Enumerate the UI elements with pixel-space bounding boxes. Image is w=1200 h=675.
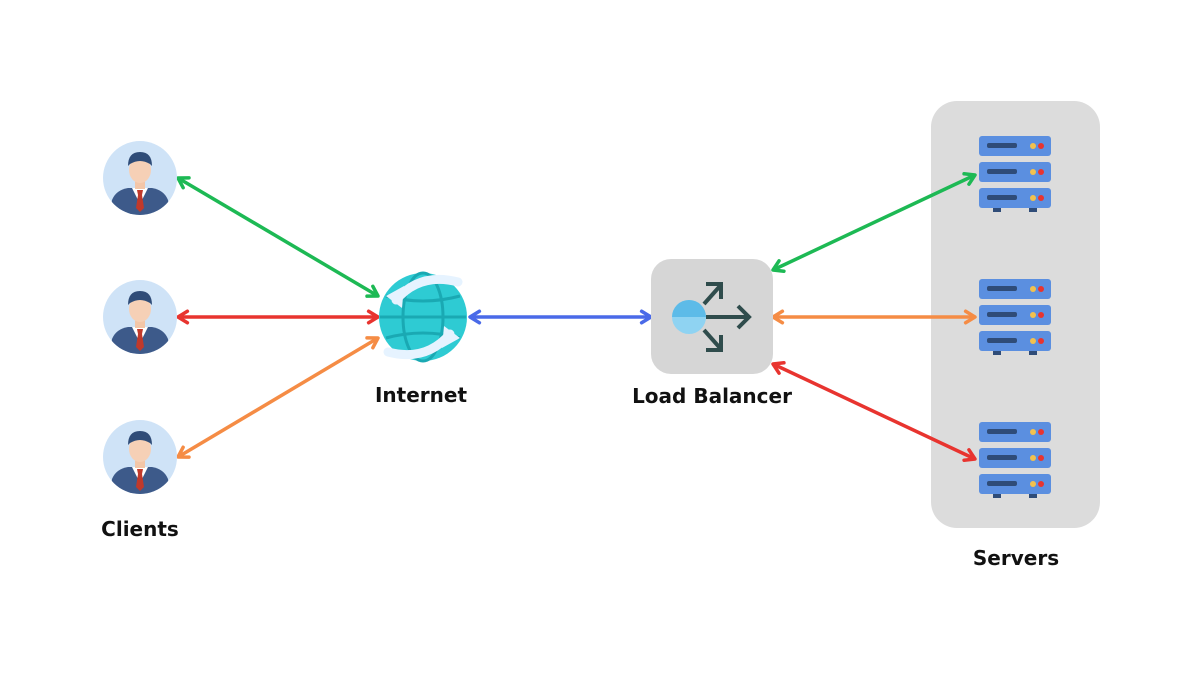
- arrow-head: [771, 259, 786, 273]
- load-balancer-icon[interactable]: [651, 259, 773, 374]
- servers-label: Servers: [972, 546, 1060, 570]
- clients-label: Clients: [101, 517, 179, 541]
- globe-sync-icon[interactable]: [379, 271, 467, 363]
- arrow-head: [176, 309, 190, 325]
- arrow-head: [176, 445, 191, 459]
- arrow-head: [366, 309, 380, 325]
- connection-arrow-client-1-internet: [177, 176, 379, 298]
- arrow-head: [468, 309, 482, 325]
- client-avatar-icon[interactable]: [103, 420, 177, 497]
- server-rack-icon[interactable]: [979, 422, 1051, 498]
- internet-label: Internet: [374, 383, 468, 407]
- connection-arrow-client-3-internet: [177, 336, 379, 459]
- connections: [176, 172, 977, 462]
- arrow-head: [365, 284, 380, 298]
- connection-arrow-load-balancer-server-3: [772, 362, 976, 461]
- load-balancer-label: Load Balancer: [632, 384, 792, 408]
- arrow-head: [771, 361, 786, 375]
- client-avatar-icon[interactable]: [103, 141, 177, 218]
- arrow-head: [176, 176, 191, 190]
- arrow-head: [963, 309, 977, 325]
- arrow-head: [962, 448, 977, 462]
- server-rack-icon[interactable]: [979, 136, 1051, 212]
- client-avatar-icon[interactable]: [103, 280, 177, 357]
- server-rack-icon[interactable]: [979, 279, 1051, 355]
- connection-arrow-load-balancer-server-1: [772, 173, 976, 272]
- arrow-head: [365, 336, 380, 350]
- arrow-head: [962, 172, 977, 186]
- clients-group: [103, 141, 177, 497]
